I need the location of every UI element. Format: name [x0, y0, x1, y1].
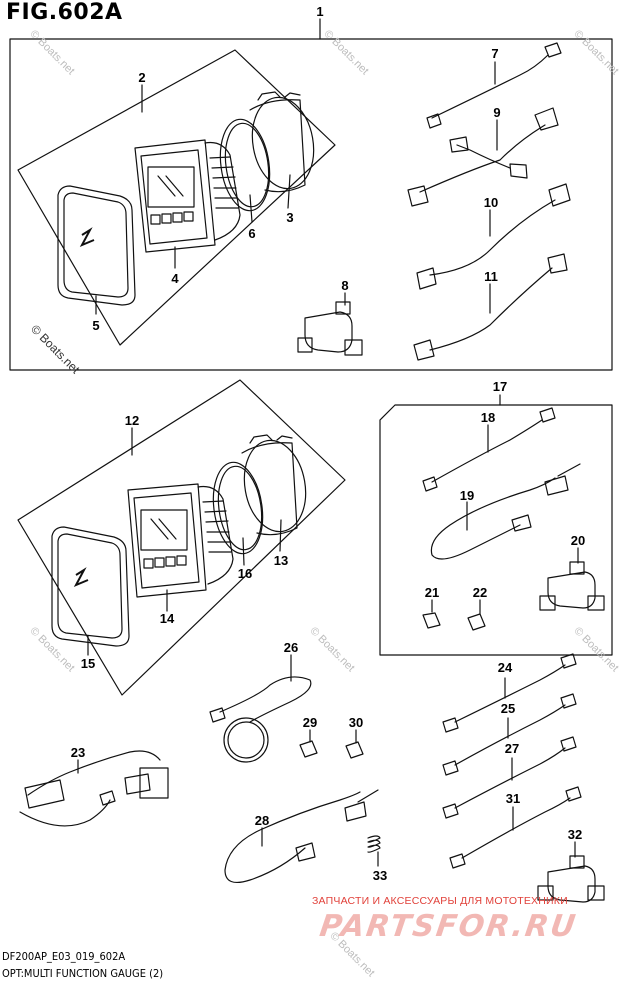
callout-24: 24: [498, 660, 513, 675]
cable-31: [449, 786, 582, 869]
harness-7: [426, 42, 562, 129]
parts-store-tagline: ЗАПЧАСТИ И АКСЕССУАРЫ ДЛЯ МОТОТЕХНИКИ: [312, 895, 568, 907]
callout-23: 23: [71, 745, 85, 760]
cover-15: [51, 526, 130, 656]
callout-11: 11: [484, 269, 498, 284]
callout-10: 10: [484, 195, 498, 210]
callout-7: 7: [491, 46, 498, 61]
cable-18: [422, 407, 556, 492]
callout-labels: 1 2 3 4 5 6 7 8 9 10 11 12 13 14 15 16 1…: [71, 4, 585, 883]
suzuki-logo-mark: [73, 227, 95, 587]
callout-4: 4: [171, 271, 179, 286]
callout-27: 27: [505, 741, 519, 756]
terminator-22: [467, 599, 486, 631]
callout-26: 26: [284, 640, 298, 655]
callout-8: 8: [341, 278, 348, 293]
cable-24: [442, 653, 577, 733]
callout-3: 3: [286, 210, 293, 225]
gauge-14-body: [127, 483, 234, 598]
figure-title: FIG.602A: [6, 0, 123, 25]
drawing-caption: OPT:MULTI FUNCTION GAUGE (2): [2, 967, 164, 980]
gauge-4-body: [134, 139, 241, 253]
callout-6: 6: [248, 226, 255, 241]
oring-6: [219, 118, 271, 223]
callout-15: 15: [81, 656, 95, 671]
callout-1: 1: [316, 4, 323, 19]
cover-5: [57, 185, 136, 315]
ring-nut-13: [241, 434, 307, 552]
callout-28: 28: [255, 813, 269, 828]
spring-33: [367, 835, 381, 867]
callout-21: 21: [425, 585, 439, 600]
kit-2-frame: [17, 49, 336, 346]
kit-1-frame: [9, 18, 613, 371]
cable-19: [430, 463, 581, 560]
kit-17-frame: [379, 394, 613, 656]
callout-30: 30: [349, 715, 363, 730]
tee-32: [537, 841, 605, 903]
oring-16: [212, 461, 264, 566]
harness-10: [416, 183, 571, 290]
terminator-21: [422, 599, 441, 629]
cable-27: [442, 736, 577, 819]
ring-nut-3: [249, 91, 315, 209]
callout-33: 33: [373, 868, 387, 883]
harness-11: [413, 253, 568, 361]
drawing-code: DF200AP_E03_019_602A: [2, 950, 126, 963]
tee-20: [539, 547, 605, 611]
tee-8: [297, 292, 363, 356]
cable-26: [209, 654, 312, 763]
cable-23: [19, 750, 169, 827]
callout-5: 5: [92, 318, 99, 333]
callout-9: 9: [493, 105, 500, 120]
callout-2: 2: [138, 70, 145, 85]
callout-31: 31: [506, 791, 520, 806]
callout-19: 19: [460, 488, 474, 503]
callout-22: 22: [473, 585, 487, 600]
kit-12-frame: [17, 379, 346, 696]
callout-12: 12: [125, 413, 139, 428]
terminator-29: [299, 729, 318, 758]
callout-25: 25: [501, 701, 515, 716]
callout-14: 14: [160, 611, 175, 626]
callout-29: 29: [303, 715, 317, 730]
callout-20: 20: [571, 533, 585, 548]
callout-17: 17: [493, 379, 507, 394]
harness-9: [407, 107, 559, 207]
cable-28: [224, 789, 379, 883]
cable-25: [442, 693, 577, 776]
callout-16: 16: [238, 566, 252, 581]
callout-13: 13: [274, 553, 288, 568]
callout-18: 18: [481, 410, 495, 425]
terminator-30: [345, 729, 364, 759]
callout-32: 32: [568, 827, 582, 842]
parts-store-brand: PARTSFOR.RU: [317, 909, 580, 944]
